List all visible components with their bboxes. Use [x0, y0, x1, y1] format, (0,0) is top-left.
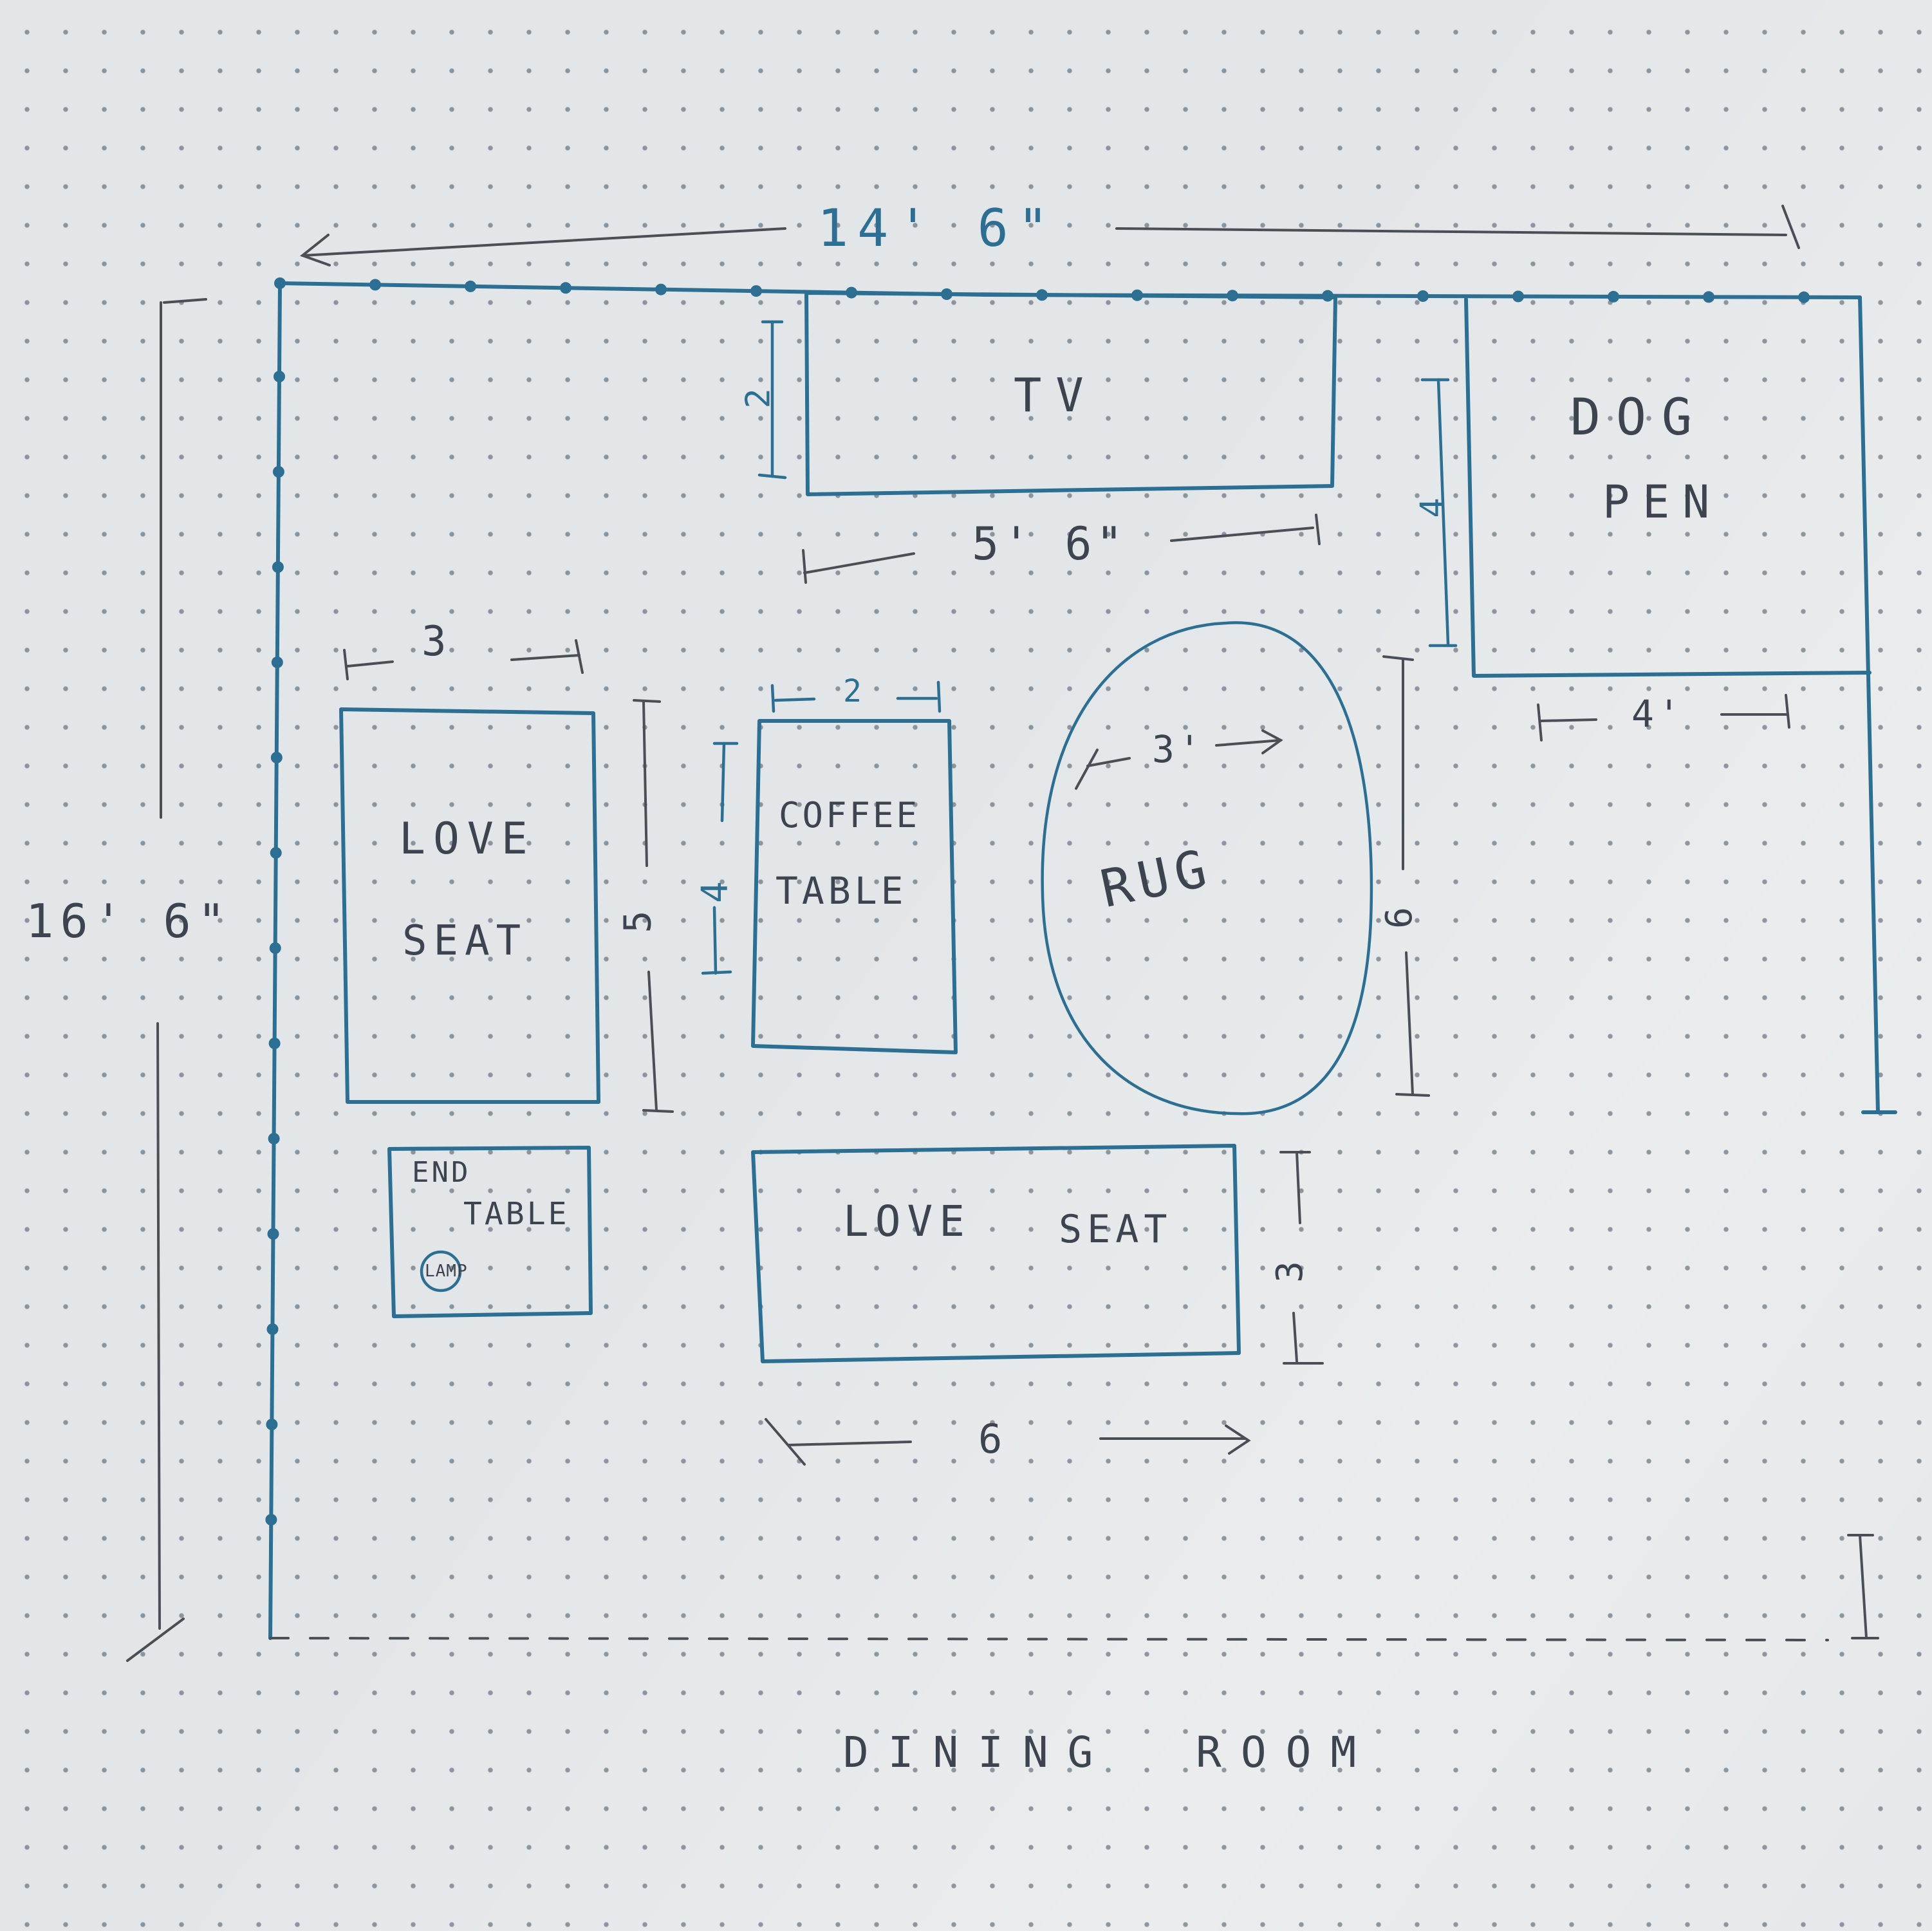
dog-pen-depth-dimension	[1420, 378, 1458, 648]
end-table-outline	[387, 1146, 593, 1318]
coffee-table-length-label: 4	[694, 877, 736, 903]
wall-dot	[268, 1038, 281, 1049]
coffee-table-width-label: 2	[843, 673, 866, 709]
love-seat-left-label-line2: SEAT	[402, 917, 528, 965]
wall-dot	[266, 1419, 278, 1430]
lamp-circle	[420, 1250, 462, 1292]
rug-length-label: 6	[1378, 903, 1420, 929]
love-seat-left-length-label: 5	[615, 906, 660, 933]
wall-dot	[272, 561, 284, 573]
length-dimension-arrow	[126, 298, 207, 1662]
dog-pen-outline	[1464, 297, 1872, 678]
wall-dot	[274, 371, 285, 382]
wall-dot	[369, 279, 381, 291]
love-seat-bottom-depth-label: 3	[1268, 1257, 1311, 1283]
rug-length-dimension	[1382, 655, 1430, 1097]
coffee-table-label-line1: COFFEE	[779, 795, 920, 835]
wall-dot	[1608, 290, 1619, 303]
coffee-table-length-dimension	[701, 742, 739, 975]
love-seat-bottom-label-line1: LOVE	[843, 1197, 971, 1246]
love-seat-bottom-depth-dimension	[1279, 1151, 1324, 1365]
wall-dot	[750, 285, 762, 297]
coffee-table-label-line2: TABLE	[776, 869, 907, 913]
love-seat-bottom-width-dimension	[765, 1418, 1251, 1466]
room-length-label: 16' 6"	[26, 894, 232, 948]
tv-width-label: 5' 6"	[972, 518, 1127, 570]
wall-dot	[265, 1514, 277, 1525]
wall-dot	[272, 466, 284, 478]
opening-end-marker	[1847, 1534, 1879, 1639]
wall-dot	[655, 283, 667, 295]
love-seat-left-width-label: 3	[422, 618, 450, 666]
end-table-label-line2: TABLE	[463, 1196, 570, 1232]
tv-outline	[804, 291, 1337, 496]
love-seat-left-width-dimension	[343, 639, 584, 680]
dog-pen-label-line2: PEN	[1602, 476, 1723, 528]
wall-outlet-dots	[265, 277, 1810, 1525]
dining-room-label: DINING ROOM	[843, 1728, 1376, 1777]
wall-dot	[465, 280, 476, 292]
tv-depth-dimension	[757, 320, 787, 480]
love-seat-bottom-width-label: 6	[978, 1415, 1007, 1462]
wall-dot	[1512, 290, 1524, 303]
love-seat-left-length-dimension	[633, 699, 674, 1113]
lamp-label: LAMP	[425, 1262, 468, 1281]
wall-dot	[267, 1228, 279, 1240]
wall-dot	[274, 277, 286, 289]
rug-outline	[1041, 621, 1373, 1115]
wall-dot	[268, 1133, 280, 1144]
dining-room-opening	[269, 1637, 1829, 1641]
wall-dot	[269, 942, 281, 954]
rug-width-label: 3'	[1152, 727, 1205, 771]
coffee-table-width-dimension	[770, 680, 942, 713]
wall-dot	[271, 657, 283, 668]
tv-depth-label: 2	[739, 384, 778, 409]
wall-dot	[560, 282, 571, 294]
dog-pen-label-line1: DOG	[1570, 389, 1707, 447]
rug-width-dimension	[1075, 729, 1283, 790]
love-seat-left-outline	[339, 707, 600, 1104]
width-dimension-arrow	[299, 205, 1800, 266]
tv-width-dimension	[802, 514, 1321, 584]
dog-pen-depth-label: 4	[1413, 494, 1453, 518]
wall-dot	[270, 847, 282, 859]
room-width-label: 14' 6"	[817, 198, 1057, 258]
wall-dot	[1703, 291, 1714, 303]
love-seat-bottom-label-line2: SEAT	[1059, 1207, 1173, 1252]
love-seat-bottom-outline	[751, 1144, 1241, 1363]
wall-dot	[270, 752, 283, 763]
wall-dot	[1417, 290, 1429, 302]
love-seat-left-label-line1: LOVE	[399, 814, 535, 864]
end-table-label-line1: END	[412, 1156, 471, 1189]
tv-label: TV	[1014, 368, 1098, 422]
dog-pen-width-label: 4'	[1631, 692, 1684, 736]
dog-pen-width-dimension	[1537, 694, 1790, 742]
wall-dot	[1798, 291, 1810, 303]
coffee-table-outline	[751, 719, 958, 1054]
wall-dot	[266, 1323, 279, 1335]
